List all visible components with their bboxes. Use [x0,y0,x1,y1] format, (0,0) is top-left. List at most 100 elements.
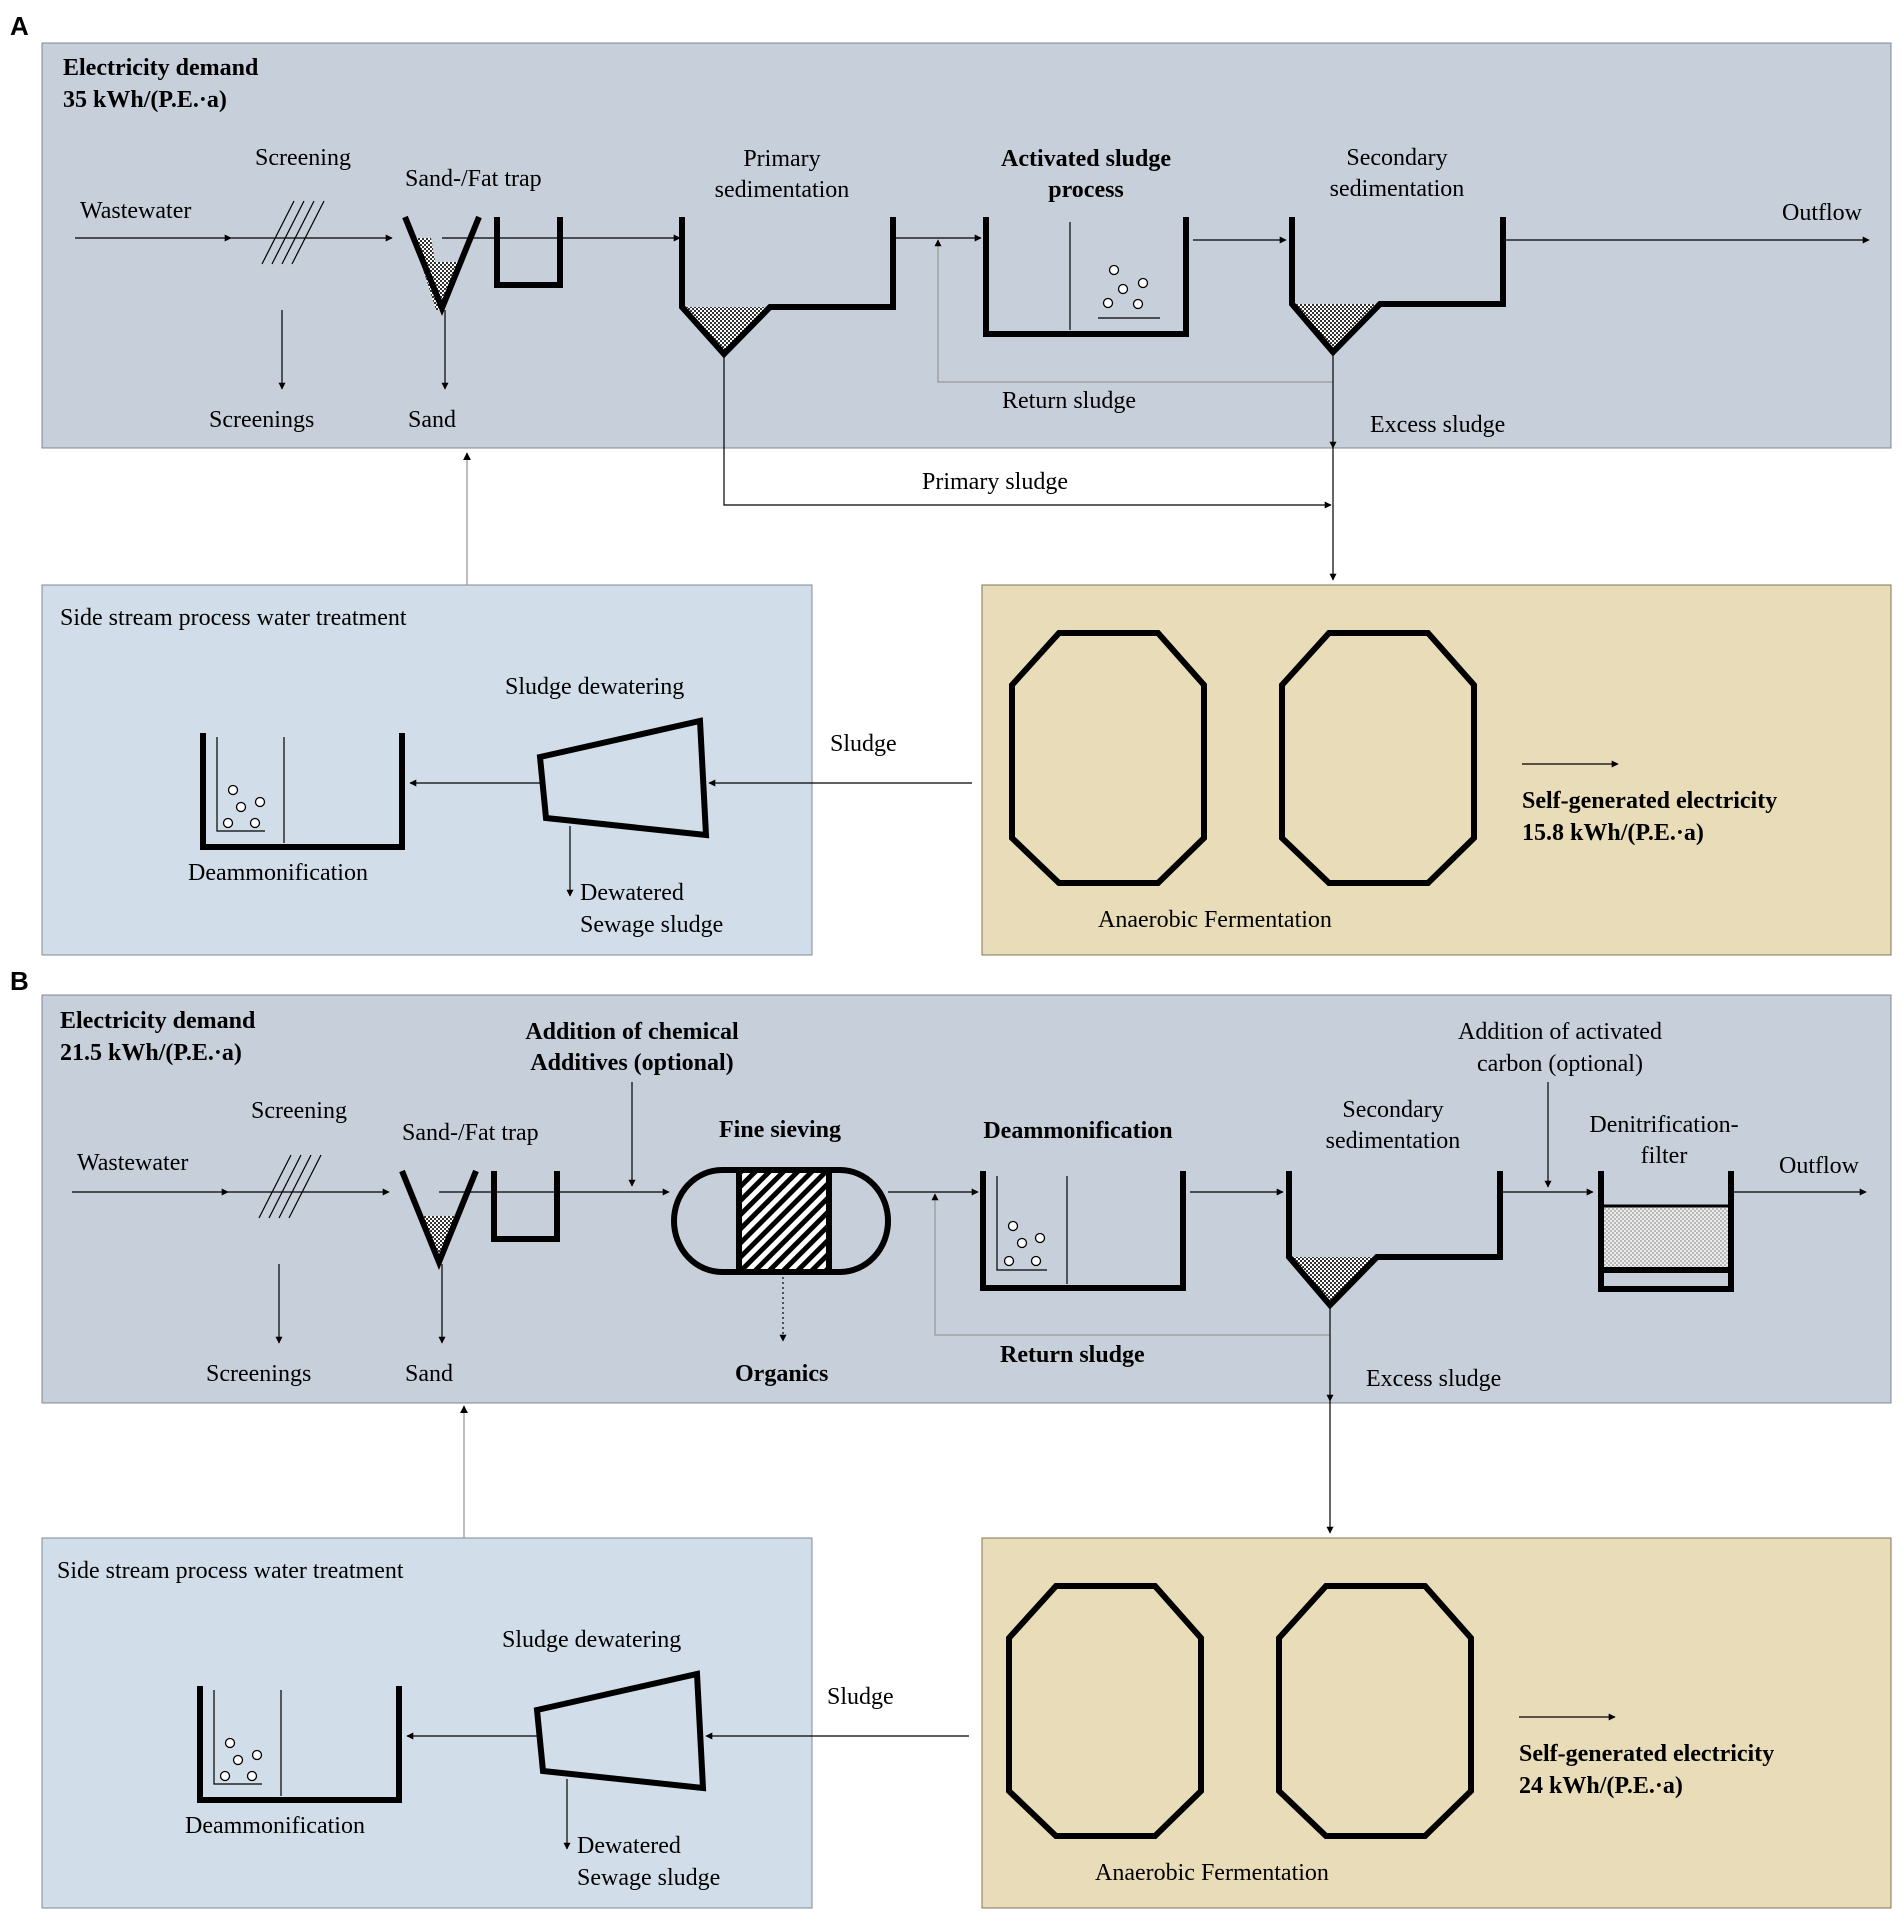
panel-b-side-deammonification-inner [213,1690,262,1785]
panel-b-deammonification-bubbles [1003,1220,1046,1267]
panel-b-dewatered-label-2: Sewage sludge [577,1865,720,1891]
panel-a-activated-label-2: process [1048,177,1124,203]
panel-b-deammonification-label: Deammonification [185,1813,365,1839]
panel-a-primary-clarifier [679,217,896,359]
panel-a-anaerobic-label: Anaerobic Fermentation [1098,907,1332,933]
panel-a-primary-sludge-label: Primary sludge [922,469,1068,495]
panel-a-sand-label: Sand [408,407,456,433]
panel-b-sand-cone-fill [421,1216,456,1264]
panel-a-deammonification-bubbles [222,784,266,829]
panel-a-sludge-dewatering-label: Sludge dewatering [505,674,684,700]
panel-b-wastewater-label: Wastewater [77,1150,188,1176]
panel-b-return-sludge-line [931,1193,1330,1336]
panel-b-chemical-label-2: Additives (optional) [530,1050,733,1076]
panel-b-side-deammonification-bubbles [219,1737,263,1782]
panel-b-screenings-label: Screenings [206,1361,311,1387]
panel-a-secondary-label-2: sedimentation [1330,176,1465,202]
panel-a-selfgen-title: Self-generated electricity [1522,788,1777,814]
panel-b-secondary-label-1: Secondary [1342,1097,1443,1123]
panel-a-dewatering-unit [536,717,710,839]
panel-b-selfgen-value: 24 kWh/(P.E.·a) [1519,1773,1683,1799]
panel-a-digester-2 [1279,630,1477,886]
panel-a-secondary-label-1: Secondary [1346,145,1447,171]
panel-b-side-stream-background [41,1537,813,1909]
panel-a-side-stream-background [41,584,813,956]
panel-a-primary-label-1: Primary [743,146,820,172]
panel-b-organics-label: Organics [735,1361,828,1387]
panel-a-outflow-label: Outflow [1782,200,1863,226]
panel-b-carbon-label-2: carbon (optional) [1477,1051,1643,1077]
panel-a-secondary-clarifier [1289,217,1506,357]
panel-a-deammonification-label: Deammonification [188,860,368,886]
panel-a-letter: A [10,11,29,41]
panel-b-digester-1 [1006,1583,1204,1839]
panel-a-main-background [41,42,1892,449]
panel-b-sand-label: Sand [405,1361,453,1387]
panel-b-sand-trap-cone [399,1169,479,1270]
panel-b: B Electricity demand 21.5 kWh/(P.E.·a) A… [10,966,1892,1909]
panel-b-side-deammonification-tank [197,1686,402,1803]
panel-a-primary-sludge-line [723,354,1332,509]
panel-b-dewatering-unit [533,1670,707,1792]
panel-b-denitrification-filter [1598,1171,1734,1292]
panel-a-sludge-label: Sludge [830,731,897,757]
panel-b-outflow-label: Outflow [1779,1153,1860,1179]
panel-a-primary-sludge-fill [682,307,770,354]
panel-b-side-stream-title: Side stream process water treatment [57,1558,404,1584]
panel-a: A Electricity demand 35 kWh/(P.E.·a) Was… [10,11,1892,956]
panel-a-digester-1 [1009,630,1207,886]
panel-b-denit-label-1: Denitrification- [1589,1112,1738,1138]
panel-a-deammonification-inner [216,737,265,832]
panel-b-screening-label: Screening [251,1098,347,1124]
panel-b-sand-fat-trap-label: Sand-/Fat trap [402,1120,539,1146]
panel-b-excess-sludge-label: Excess sludge [1366,1366,1501,1392]
panel-b-secondary-clarifier [1286,1171,1503,1310]
panel-b-letter: B [10,966,29,996]
panel-a-fat-trap [494,217,563,288]
panel-b-secondary-sludge-fill [1289,1257,1377,1305]
panel-b-selfgen-title: Self-generated electricity [1519,1741,1774,1767]
panel-b-sludge-label: Sludge [827,1684,894,1710]
panel-a-screen-icon [261,200,325,265]
panel-a-selfgen-value: 15.8 kWh/(P.E.·a) [1522,820,1704,846]
panel-b-filter-media [1604,1207,1728,1270]
panel-a-sand-trap-cone [402,215,482,316]
panel-b-return-sludge-label: Return sludge [1000,1342,1145,1368]
panel-a-secondary-sludge-fill [1292,304,1380,352]
panel-b-demand-title: Electricity demand [60,1008,256,1034]
panel-b-secondary-label-2: sedimentation [1326,1128,1461,1154]
panel-b-carbon-label-1: Addition of activated [1458,1019,1662,1045]
panel-a-aeration-tank [983,217,1189,337]
panel-a-wastewater-label: Wastewater [80,198,191,224]
panel-a-primary-label-2: sedimentation [715,177,850,203]
panel-b-sieve-hatch [739,1170,829,1272]
panel-a-demand-title: Electricity demand [63,55,259,81]
panel-b-chemical-label-1: Addition of chemical [525,1019,739,1045]
panel-b-anaerobic-label: Anaerobic Fermentation [1095,1860,1329,1886]
panel-a-side-stream-title: Side stream process water treatment [60,605,407,631]
panel-a-return-sludge-line [934,239,1333,383]
panel-a-deammonification-tank [200,733,405,850]
panel-a-screening-label: Screening [255,145,351,171]
panel-b-deammonification-inner [996,1176,1047,1271]
panel-a-demand-value: 35 kWh/(P.E.·a) [63,87,227,113]
panel-a-sand-fat-trap-label: Sand-/Fat trap [405,166,542,192]
panel-b-denit-label-2: filter [1641,1143,1688,1169]
panel-b-fine-sieve [671,1167,891,1275]
panel-b-deammonification-main-label: Deammonification [983,1118,1172,1144]
panel-a-aeration-bubbles [1102,264,1149,310]
panel-b-dewatered-label-1: Dewatered [577,1833,681,1859]
panel-a-dewatered-label-2: Sewage sludge [580,912,723,938]
panel-a-sand-cone-fill [424,262,459,310]
panel-b-demand-value: 21.5 kWh/(P.E.·a) [60,1040,242,1066]
panel-b-digester-2 [1276,1583,1474,1839]
panel-b-fat-trap [491,1171,560,1242]
panel-b-fine-sieving-label: Fine sieving [719,1117,841,1143]
panel-b-deammonification-tank [980,1171,1186,1291]
panel-a-return-sludge-label: Return sludge [1002,388,1136,414]
panel-b-anaerobic-background [981,1537,1892,1909]
panel-b-sludge-dewatering-label: Sludge dewatering [502,1627,681,1653]
panel-b-screen-icon [258,1154,322,1219]
panel-a-excess-sludge-label: Excess sludge [1370,412,1505,438]
